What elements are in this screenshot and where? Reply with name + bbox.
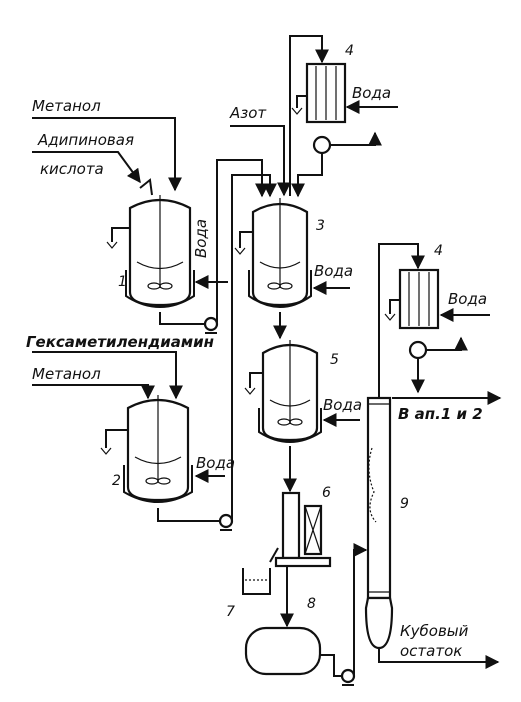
reactor-2 (123, 395, 193, 503)
label-adipic-acid-1: Адипиновая (37, 131, 134, 149)
label-nitrogen: Азот (229, 104, 267, 122)
pump-3 (340, 668, 356, 686)
label-condenser-4-top: 4 (345, 43, 354, 59)
label-water-reactor-2: Вода (196, 454, 235, 472)
label-apparatus-3: 3 (316, 218, 325, 234)
label-water-reactor-1: Вода (192, 219, 210, 258)
tank-8 (244, 626, 322, 676)
filter-6 (274, 491, 332, 568)
pipework (32, 35, 502, 677)
column-9 (364, 396, 394, 650)
label-apparatus-1: 1 (118, 274, 127, 290)
condenser-4-top (305, 62, 347, 155)
label-methanol-top: Метанол (32, 97, 101, 115)
label-tank-8: 8 (307, 596, 316, 612)
pump-1 (203, 316, 219, 334)
label-condenser-4-right: 4 (434, 243, 443, 259)
label-water-reactor-3: Вода (314, 262, 353, 280)
label-hexamethylenediamine: Гексаметилендиамин (26, 333, 214, 351)
label-apparatus-2: 2 (112, 473, 121, 489)
reactor-1 (125, 178, 195, 308)
pump-2 (218, 513, 234, 531)
label-water-condenser-top: Вода (352, 84, 391, 102)
label-vessel-7: 7 (226, 604, 235, 620)
label-residue-2: остаток (400, 642, 462, 660)
reactor-3 (248, 198, 312, 308)
condenser-4-right (398, 268, 440, 360)
vessel-7 (242, 547, 279, 595)
label-column-9: 9 (400, 496, 409, 512)
label-residue-1: Кубовый (400, 622, 469, 640)
label-adipic-acid-2: кислота (40, 160, 104, 178)
label-apparatus-5: 5 (330, 352, 339, 368)
label-water-condenser-right: Вода (448, 290, 487, 308)
label-to-apparatus: В ап.1 и 2 (398, 405, 483, 423)
reactor-5 (258, 340, 322, 443)
label-filter-6: 6 (322, 485, 331, 501)
label-water-reactor-5: Вода (323, 396, 362, 414)
label-methanol-bottom: Метанол (32, 365, 101, 383)
